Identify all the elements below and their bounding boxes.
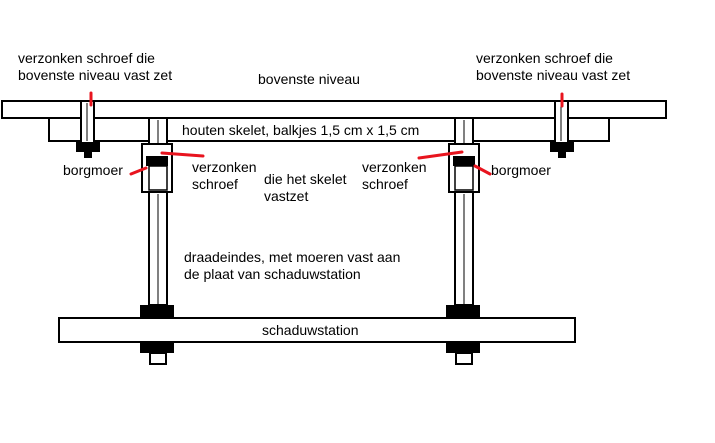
label-frame-fix-line2: vastzet bbox=[264, 188, 309, 204]
top-screw-right bbox=[550, 100, 574, 158]
label-shadow-station: schaduwstation bbox=[262, 322, 359, 338]
label-top-screw-left-line2: bovenste niveau vast zet bbox=[18, 67, 173, 83]
label-cs-screw-left-line1: verzonken bbox=[192, 159, 257, 175]
label-cs-screw-left: verzonken schroef bbox=[192, 159, 257, 193]
label-top-screw-right-line1: verzonken schroef die bbox=[476, 50, 613, 66]
label-locknut-left: borgmoer bbox=[63, 162, 123, 178]
label-cs-screw-right-line1: verzonken bbox=[362, 159, 427, 175]
label-frame-fix-line1: die het skelet bbox=[264, 171, 347, 187]
label-top-level: bovenste niveau bbox=[258, 71, 360, 87]
label-cs-screw-right-line2: schroef bbox=[362, 176, 408, 192]
label-top-screw-right-line2: bovenste niveau vast zet bbox=[476, 67, 631, 83]
label-threaded-rods: draadeindes, met moeren vast aan de plaa… bbox=[184, 249, 400, 283]
label-threaded-rods-line1: draadeindes, met moeren vast aan bbox=[184, 249, 401, 265]
label-top-screw-right: verzonken schroef die bovenste niveau va… bbox=[476, 50, 630, 84]
label-cs-screw-right: verzonken schroef bbox=[362, 159, 427, 193]
label-cs-screw-left-line2: schroef bbox=[192, 176, 238, 192]
top-screw-left bbox=[76, 100, 100, 158]
label-frame-fix: die het skelet vastzet bbox=[264, 171, 347, 205]
label-locknut-right: borgmoer bbox=[491, 162, 551, 178]
label-wood-frame: houten skelet, balkjes 1,5 cm x 1,5 cm bbox=[182, 122, 420, 138]
red-markers bbox=[89, 91, 564, 176]
shadow-station-plate bbox=[58, 317, 576, 343]
label-threaded-rods-line2: de plaat van schaduwstation bbox=[184, 266, 361, 282]
label-top-screw-left-line1: verzonken schroef die bbox=[18, 50, 155, 66]
label-top-screw-left: verzonken schroef die bovenste niveau va… bbox=[18, 50, 172, 84]
